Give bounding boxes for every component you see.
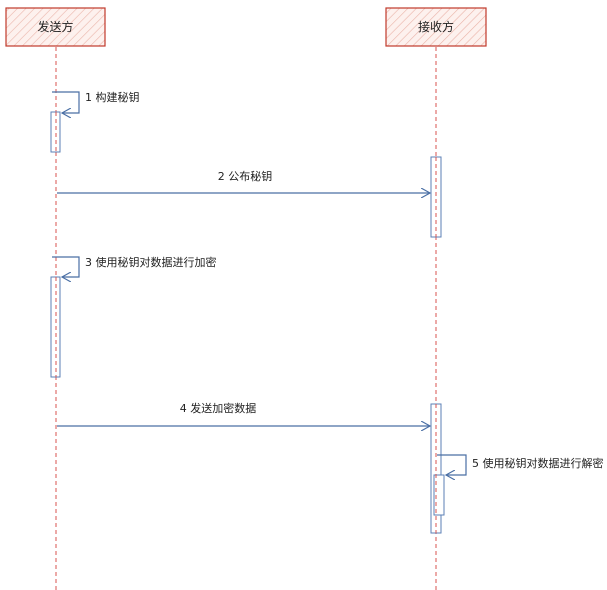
- participant-receiver-label: 接收方: [418, 19, 454, 34]
- participant-sender[interactable]: 发送方: [5, 7, 106, 47]
- message-4-label: 4 发送加密数据: [180, 401, 257, 415]
- participant-receiver[interactable]: 接收方: [385, 7, 487, 47]
- message-5-arrow: [437, 454, 467, 475]
- message-3-arrow: [52, 256, 80, 277]
- participant-sender-label: 发送方: [37, 19, 73, 34]
- message-4[interactable]: 4 发送加密数据: [57, 401, 430, 426]
- activation-bar-sender-1: [50, 111, 61, 153]
- message-2-label: 2 公布秘钥: [218, 169, 273, 183]
- activation-bar-receiver-3: [433, 474, 445, 516]
- message-2[interactable]: 2 公布秘钥: [57, 169, 430, 193]
- message-5-label: 5 使用秘钥对数据进行解密: [472, 456, 604, 470]
- message-3-label: 3 使用秘钥对数据进行加密: [85, 255, 217, 269]
- message-1-arrow: [52, 91, 80, 113]
- message-1[interactable]: 1 构建秘钥: [52, 90, 140, 113]
- activation-bar-receiver-1: [430, 156, 442, 238]
- message-1-label: 1 构建秘钥: [85, 90, 140, 104]
- message-5[interactable]: 5 使用秘钥对数据进行解密: [437, 454, 604, 475]
- message-3[interactable]: 3 使用秘钥对数据进行加密: [52, 255, 217, 277]
